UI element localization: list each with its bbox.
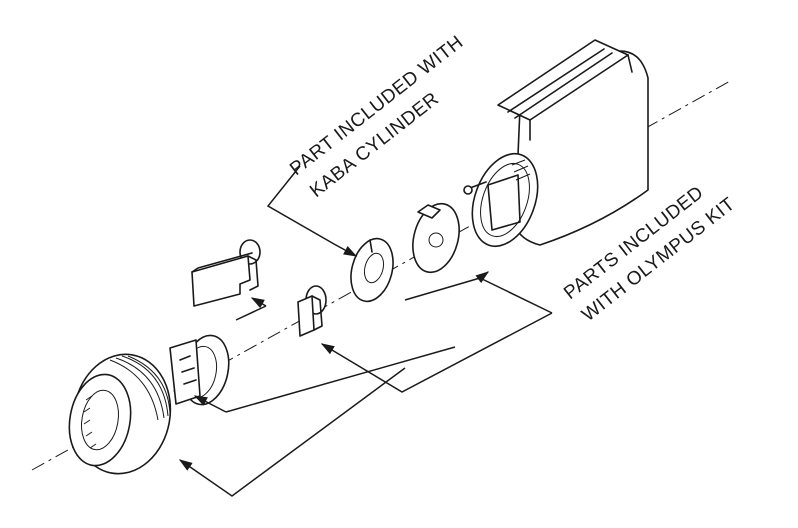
lock-cylinder [463,39,649,248]
olympus-callout-leaders [178,271,553,497]
retaining-ring [350,237,394,303]
flat-washer [412,202,460,274]
kaba-callout-leader [266,165,358,257]
cam-ring [169,334,230,406]
threaded-nut [68,353,172,475]
small-cam [297,285,327,337]
small-part-arrows [235,297,267,321]
tailpiece-block [191,239,261,307]
